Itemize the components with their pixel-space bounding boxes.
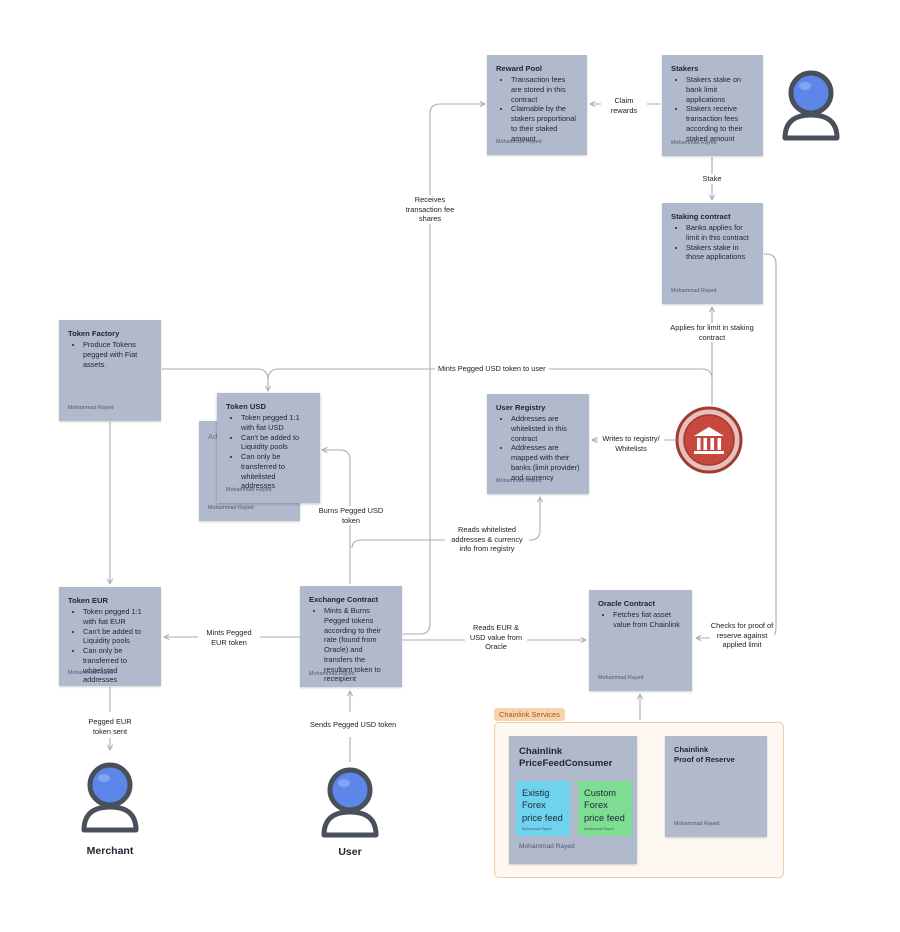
chainlink-por-title: Chainlink Proof of Reserve xyxy=(674,745,758,765)
token-usd-bullet: Token pegged 1:1 with fiat USD xyxy=(241,413,311,433)
edge-label-stake: Stake xyxy=(697,174,727,184)
exchange-contract-bullet: Mints & Burns Pegged tokens according to… xyxy=(324,606,393,684)
staking-contract-note[interactable]: Staking contract Banks applies for limit… xyxy=(662,203,763,304)
staking-contract-title: Staking contract xyxy=(671,212,731,221)
chainlink-pricefeed-title: Chainlink PriceFeedConsumer xyxy=(519,746,627,771)
token-usd-back-card-author: Mohammad Rayed xyxy=(208,504,254,511)
edge-label-claim-rewards-text: Claim rewards xyxy=(610,96,638,115)
chainlink-services-label: Chainlink Services xyxy=(494,708,565,721)
edge-label-burns-usd: Burns Pegged USD token xyxy=(318,506,384,526)
token-usd-bullet: Can only be transferred to whitelisted a… xyxy=(241,452,311,491)
token-usd-title: Token USD xyxy=(226,402,266,411)
stakers-bullet: Stakers stake on bank limit applications xyxy=(686,75,754,104)
user-person-icon xyxy=(321,767,379,838)
edge-label-mints-eur-text: Mints Pegged EUR token xyxy=(206,628,252,647)
merchant-person-icon xyxy=(81,762,139,833)
edge-label-applies-for-limit-text: Applies for limit in staking contract xyxy=(670,323,754,342)
edge-label-checks-proof: Checks for proof of reserve against appl… xyxy=(710,621,774,650)
chainlink-por-title-line2: Proof of Reserve xyxy=(674,755,735,765)
reward-pool-bullet: Claimable by the stakers proportional to… xyxy=(511,104,578,143)
stakers-title: Stakers xyxy=(671,64,699,73)
edge-label-mints-usd-to-user: Mints Pegged USD token to user xyxy=(435,364,549,374)
token-eur-bullet: Token pegged 1:1 with fiat EUR xyxy=(83,607,152,627)
staking-contract-bullet: Banks applies for limit in this contract xyxy=(686,223,754,243)
token-factory-author: Mohammad Rayed xyxy=(68,404,114,411)
stakers-author: Mohammad Rayed xyxy=(671,139,717,146)
token-eur-note[interactable]: Token EUR Token pegged 1:1 with fiat EUR… xyxy=(59,587,161,686)
custom-forex-price-feed-label: Custom Forex price feed xyxy=(584,788,625,823)
exchange-contract-title: Exchange Contract xyxy=(309,595,379,604)
reward-pool-author: Mohammad Rayed xyxy=(496,138,542,145)
edge-label-writes-to-registry: Writes to registry/ Whitelists xyxy=(598,434,664,454)
oracle-contract-note[interactable]: Oracle Contract Fetches fiat asset value… xyxy=(589,590,692,691)
merchant-label: Merchant xyxy=(86,845,134,857)
token-eur-bullet: Can only be transferred to whitelisted a… xyxy=(83,646,152,685)
reward-pool-note[interactable]: Reward Pool Transaction fees are stored … xyxy=(487,55,587,155)
exchange-contract-note[interactable]: Exchange Contract Mints & Burns Pegged t… xyxy=(300,586,402,687)
edge-label-receives-fee-shares-text: Receives transaction fee shares xyxy=(405,195,455,224)
custom-forex-price-feed-sticky[interactable]: Custom Forex price feed Mohammad Rayed xyxy=(578,781,632,836)
chainlink-por-author: Mohammad Rayed xyxy=(674,820,720,827)
existing-forex-sticky-author: Mohammad Rayed xyxy=(522,827,552,832)
chainlink-proof-of-reserve-note[interactable]: Chainlink Proof of Reserve Mohammad Raye… xyxy=(665,736,767,837)
token-usd-note[interactable]: Token USD Token pegged 1:1 with fiat USD… xyxy=(217,393,320,503)
edge-label-reads-eur-usd-text: Reads EUR & USD value from Oracle xyxy=(469,623,523,652)
edge-label-reads-eur-usd: Reads EUR & USD value from Oracle xyxy=(465,623,527,652)
token-eur-author: Mohammad Rayed xyxy=(68,669,114,676)
custom-forex-sticky-author: Mohammad Rayed xyxy=(584,827,614,832)
token-factory-title: Token Factory xyxy=(68,329,120,338)
edge-label-claim-rewards: Claim rewards xyxy=(601,96,647,116)
edge-label-mints-eur: Mints Pegged EUR token xyxy=(198,628,260,648)
staking-contract-author: Mohammad Rayed xyxy=(671,287,717,294)
token-usd-back-card-text: Ad xyxy=(208,432,218,441)
reward-pool-bullet: Transaction fees are stored in this cont… xyxy=(511,75,578,104)
chainlink-pricefeed-title-line1: Chainlink xyxy=(519,746,563,757)
user-registry-author: Mohammad Rayed xyxy=(496,477,542,484)
user-label: User xyxy=(338,846,362,858)
existing-forex-price-feed-sticky[interactable]: Existig Forex price feed Mohammad Rayed xyxy=(516,781,570,836)
edge-label-applies-for-limit: Applies for limit in staking contract xyxy=(664,323,760,343)
edge-label-checks-proof-text: Checks for proof of reserve against appl… xyxy=(710,621,774,650)
edge-label-reads-whitelisted: Reads whitelisted addresses & currency i… xyxy=(445,525,529,554)
stakers-bullet: Stakers receive transaction fees accordi… xyxy=(686,104,754,143)
edge-label-reads-whitelisted-text: Reads whitelisted addresses & currency i… xyxy=(451,525,523,554)
oracle-contract-author: Mohammad Rayed xyxy=(598,674,644,681)
reward-pool-title: Reward Pool xyxy=(496,64,542,73)
stakers-note[interactable]: Stakers Stakers stake on bank limit appl… xyxy=(662,55,763,156)
user-registry-bullet: Addresses are whitelisted in this contra… xyxy=(511,414,580,443)
chainlink-por-title-line1: Chainlink xyxy=(674,745,709,754)
edge-label-sends-usd: Sends Pegged USD token xyxy=(308,720,399,730)
person-icon xyxy=(782,70,840,141)
edge-label-writes-to-registry-text: Writes to registry/ Whitelists xyxy=(602,434,660,453)
oracle-contract-title: Oracle Contract xyxy=(598,599,655,608)
token-eur-title: Token EUR xyxy=(68,596,108,605)
bank-icon xyxy=(675,406,743,474)
staking-contract-bullet: Stakers stake in those applications xyxy=(686,243,754,263)
user-registry-note[interactable]: User Registry Addresses are whitelisted … xyxy=(487,394,589,494)
token-usd-bullet: Can't be added to Liquidity pools xyxy=(241,433,311,453)
oracle-contract-bullet: Fetches fiat asset value from Chainlink xyxy=(613,610,683,630)
edge-label-pegged-eur-sent-text: Pegged EUR token sent xyxy=(88,717,132,736)
user-registry-bullet: Addresses are mapped with their banks (l… xyxy=(511,443,580,482)
chainlink-pricefeed-author: Mohammad Rayed xyxy=(519,843,575,851)
token-factory-bullet: Produce Tokens pegged with Fiat assets. xyxy=(83,340,152,369)
existing-forex-price-feed-label: Existig Forex price feed xyxy=(522,788,563,823)
edge-label-receives-fee-shares: Receives transaction fee shares xyxy=(398,195,462,224)
edge-label-burns-usd-text: Burns Pegged USD token xyxy=(318,506,384,525)
user-registry-title: User Registry xyxy=(496,403,546,412)
token-usd-author: Mohammad Rayed xyxy=(226,486,272,493)
edge-label-pegged-eur-sent: Pegged EUR token sent xyxy=(84,717,136,737)
token-factory-note[interactable]: Token Factory Produce Tokens pegged with… xyxy=(59,320,161,421)
token-eur-bullet: Can't be added to Liquidity pools xyxy=(83,627,152,647)
chainlink-pricefeed-title-line2: PriceFeedConsumer xyxy=(519,758,613,770)
exchange-contract-author: Mohammad Rayed xyxy=(309,670,355,677)
